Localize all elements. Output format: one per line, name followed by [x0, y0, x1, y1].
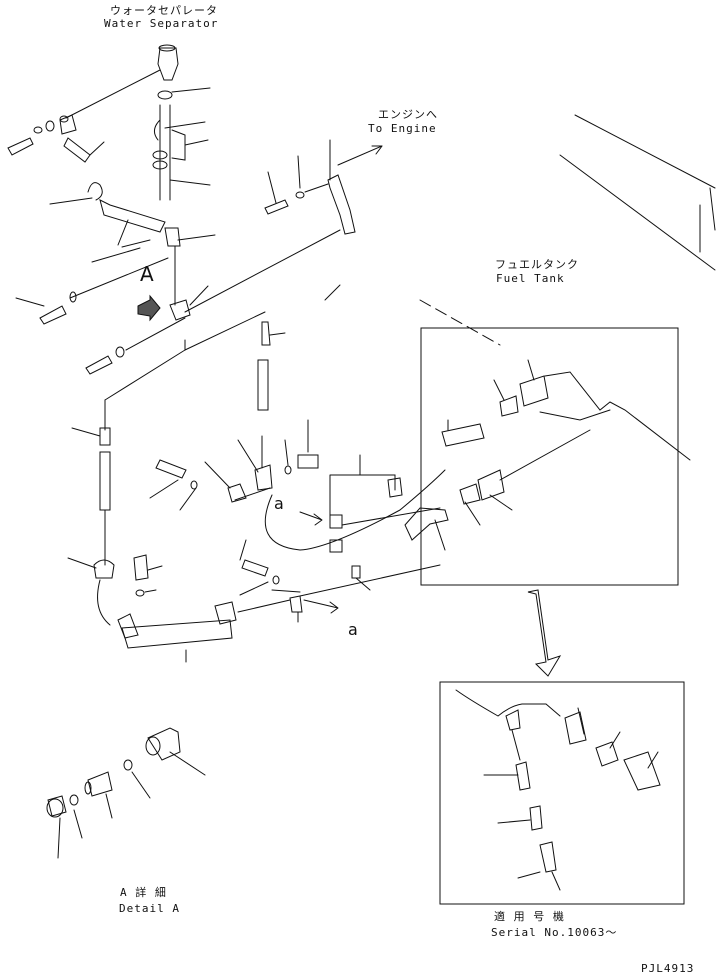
water-separator-label-jp: ウォータセパレータ: [110, 4, 218, 17]
fuel-manifold: [15, 199, 216, 325]
water-separator-label-en: Water Separator: [104, 17, 219, 30]
tank-outline: [559, 114, 716, 271]
drawing-id: PJL4913: [641, 962, 695, 975]
detail-a-label-en: Detail A: [119, 902, 180, 915]
lower-left-bolts: [85, 317, 186, 375]
serial-detail-box: [439, 681, 685, 905]
serial-label-jp: 適 用 号 機: [494, 910, 565, 923]
center-fuel-hose: [239, 454, 446, 623]
detail-a-label-jp: A 詳 細: [120, 886, 167, 899]
fuel-tank-label-jp: フュエルタンク: [495, 258, 579, 271]
main-fuel-line: [71, 311, 286, 566]
misc-links: [324, 284, 341, 301]
fuel-tank-box: [404, 299, 691, 586]
lower-clamp-assembly: [67, 554, 291, 663]
to-engine-label-en: To Engine: [368, 122, 437, 135]
center-bolts: [149, 419, 319, 511]
engine-bracket: [264, 139, 383, 235]
separator-pipe-assembly: [152, 87, 211, 201]
fuel-tank-label-en: Fuel Tank: [496, 272, 565, 285]
serial-label-en: Serial No.10063～: [491, 926, 618, 939]
detail-a-parts: [46, 727, 206, 859]
to-engine-label-jp: エンジンへ: [378, 108, 438, 121]
view-a-marker: [137, 229, 341, 322]
arrow-a-label-bottom: a: [348, 620, 358, 639]
view-a-label: A: [140, 262, 154, 286]
arrow-a-label-top: a: [274, 494, 284, 513]
water-separator-part: [59, 44, 179, 123]
down-arrow: [527, 589, 562, 677]
upper-left-bolts: [7, 114, 105, 205]
